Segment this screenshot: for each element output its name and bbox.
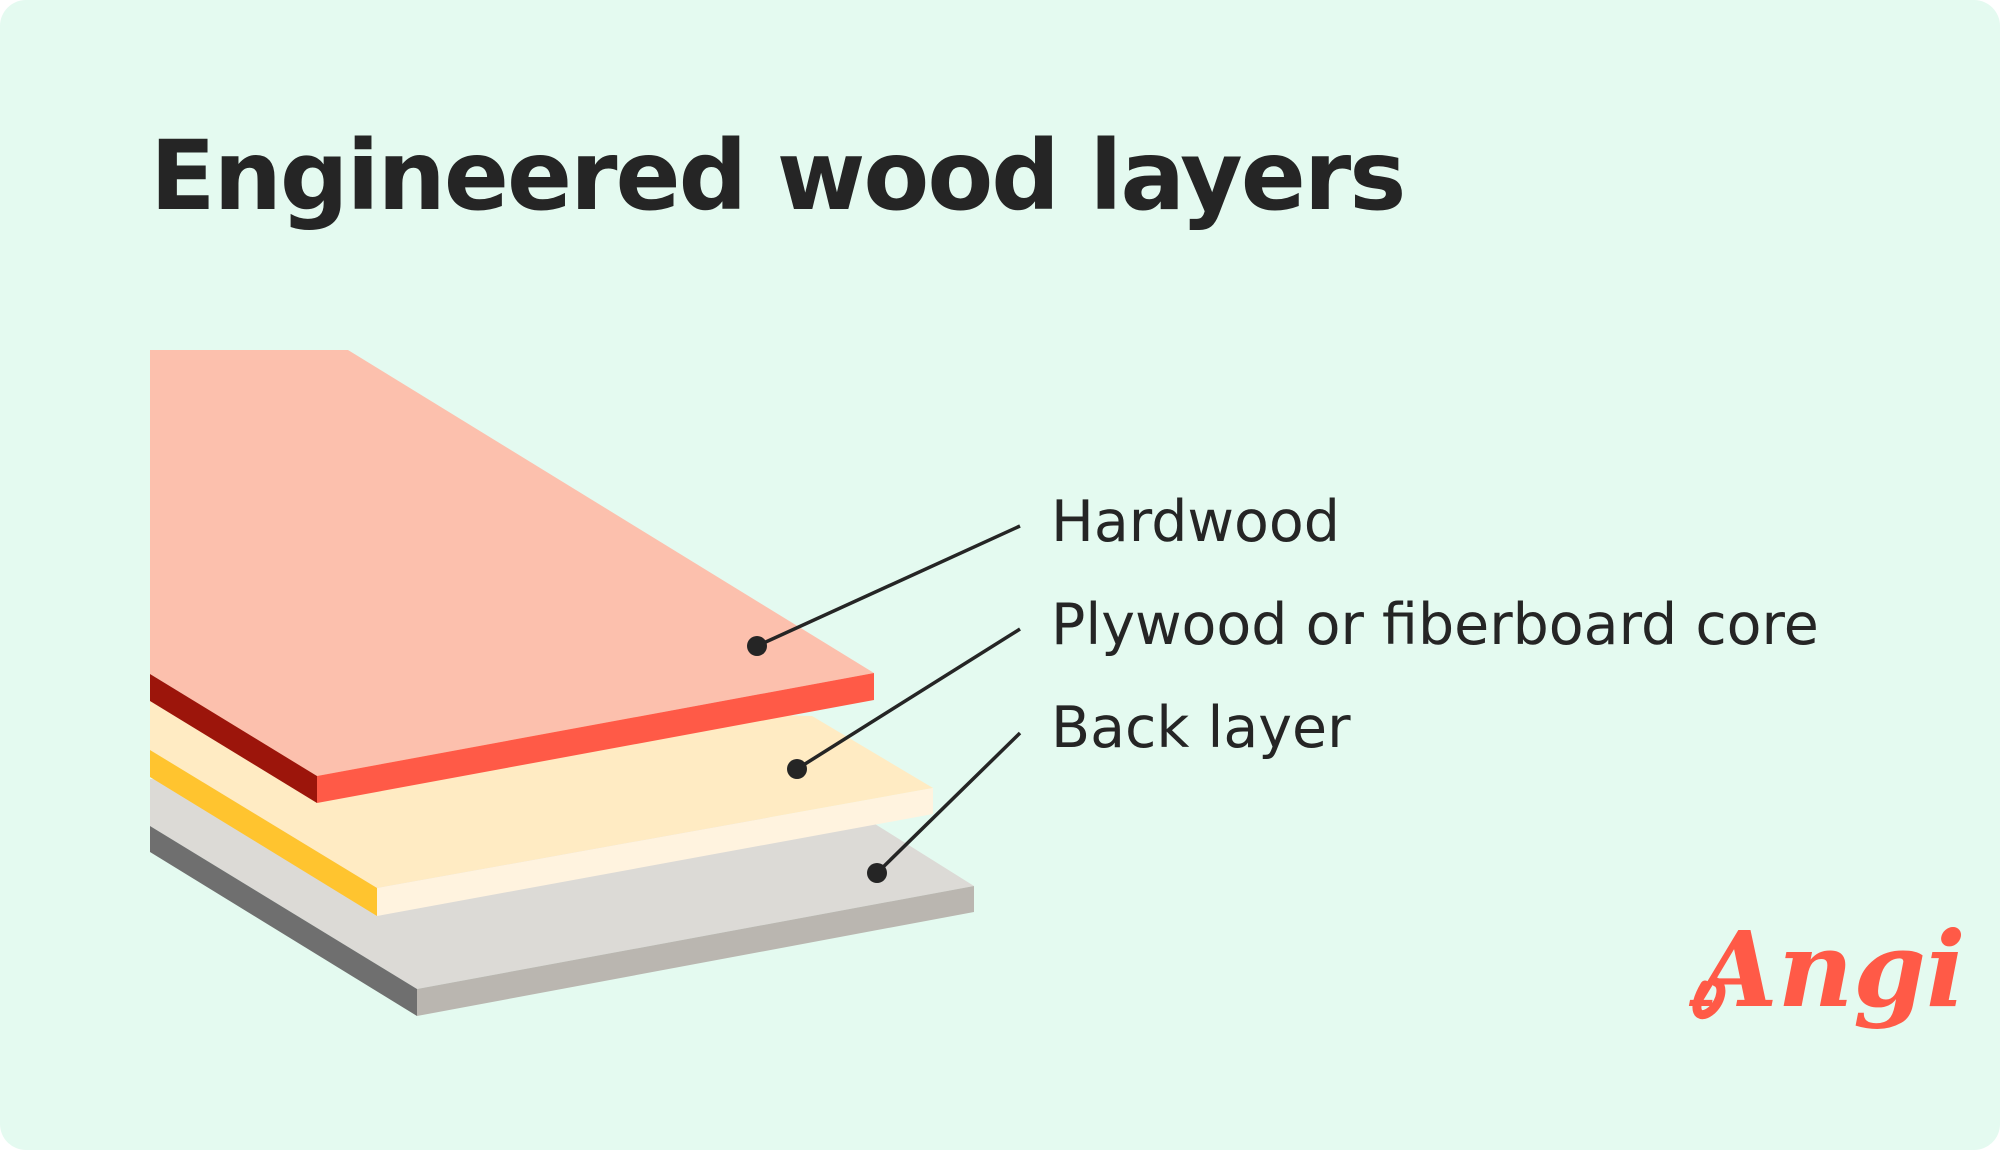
angi-logo: Angi xyxy=(1688,908,1966,1031)
angi-logo-text: Angi xyxy=(1688,908,1966,1031)
back-layer-label: Back layer xyxy=(1051,695,1351,761)
core-label: Plywood or fiberboard core xyxy=(1051,592,1819,658)
back-layer-side xyxy=(150,826,417,1016)
core-leader-dot xyxy=(787,759,807,779)
page-title: Engineered wood layers xyxy=(150,120,1406,232)
hardwood-label: Hardwood xyxy=(1051,489,1340,555)
back-leader-line xyxy=(875,731,1022,875)
core-layer-side xyxy=(150,750,377,916)
hardwood-layer-side xyxy=(150,674,317,803)
angi-logo-swash xyxy=(1692,977,1726,1020)
hardwood-layer-top xyxy=(150,350,874,776)
core-layer-front xyxy=(377,788,933,916)
hardwood-layer-front xyxy=(317,673,874,803)
back-leader-dot xyxy=(867,863,887,883)
hardwood-leader-dot xyxy=(747,636,767,656)
leader-lines xyxy=(747,524,1022,883)
hardwood-leader-line xyxy=(756,524,1021,648)
hardwood-layer xyxy=(150,350,874,803)
core-leader-line xyxy=(796,627,1021,771)
back-layer-front xyxy=(417,886,974,1016)
